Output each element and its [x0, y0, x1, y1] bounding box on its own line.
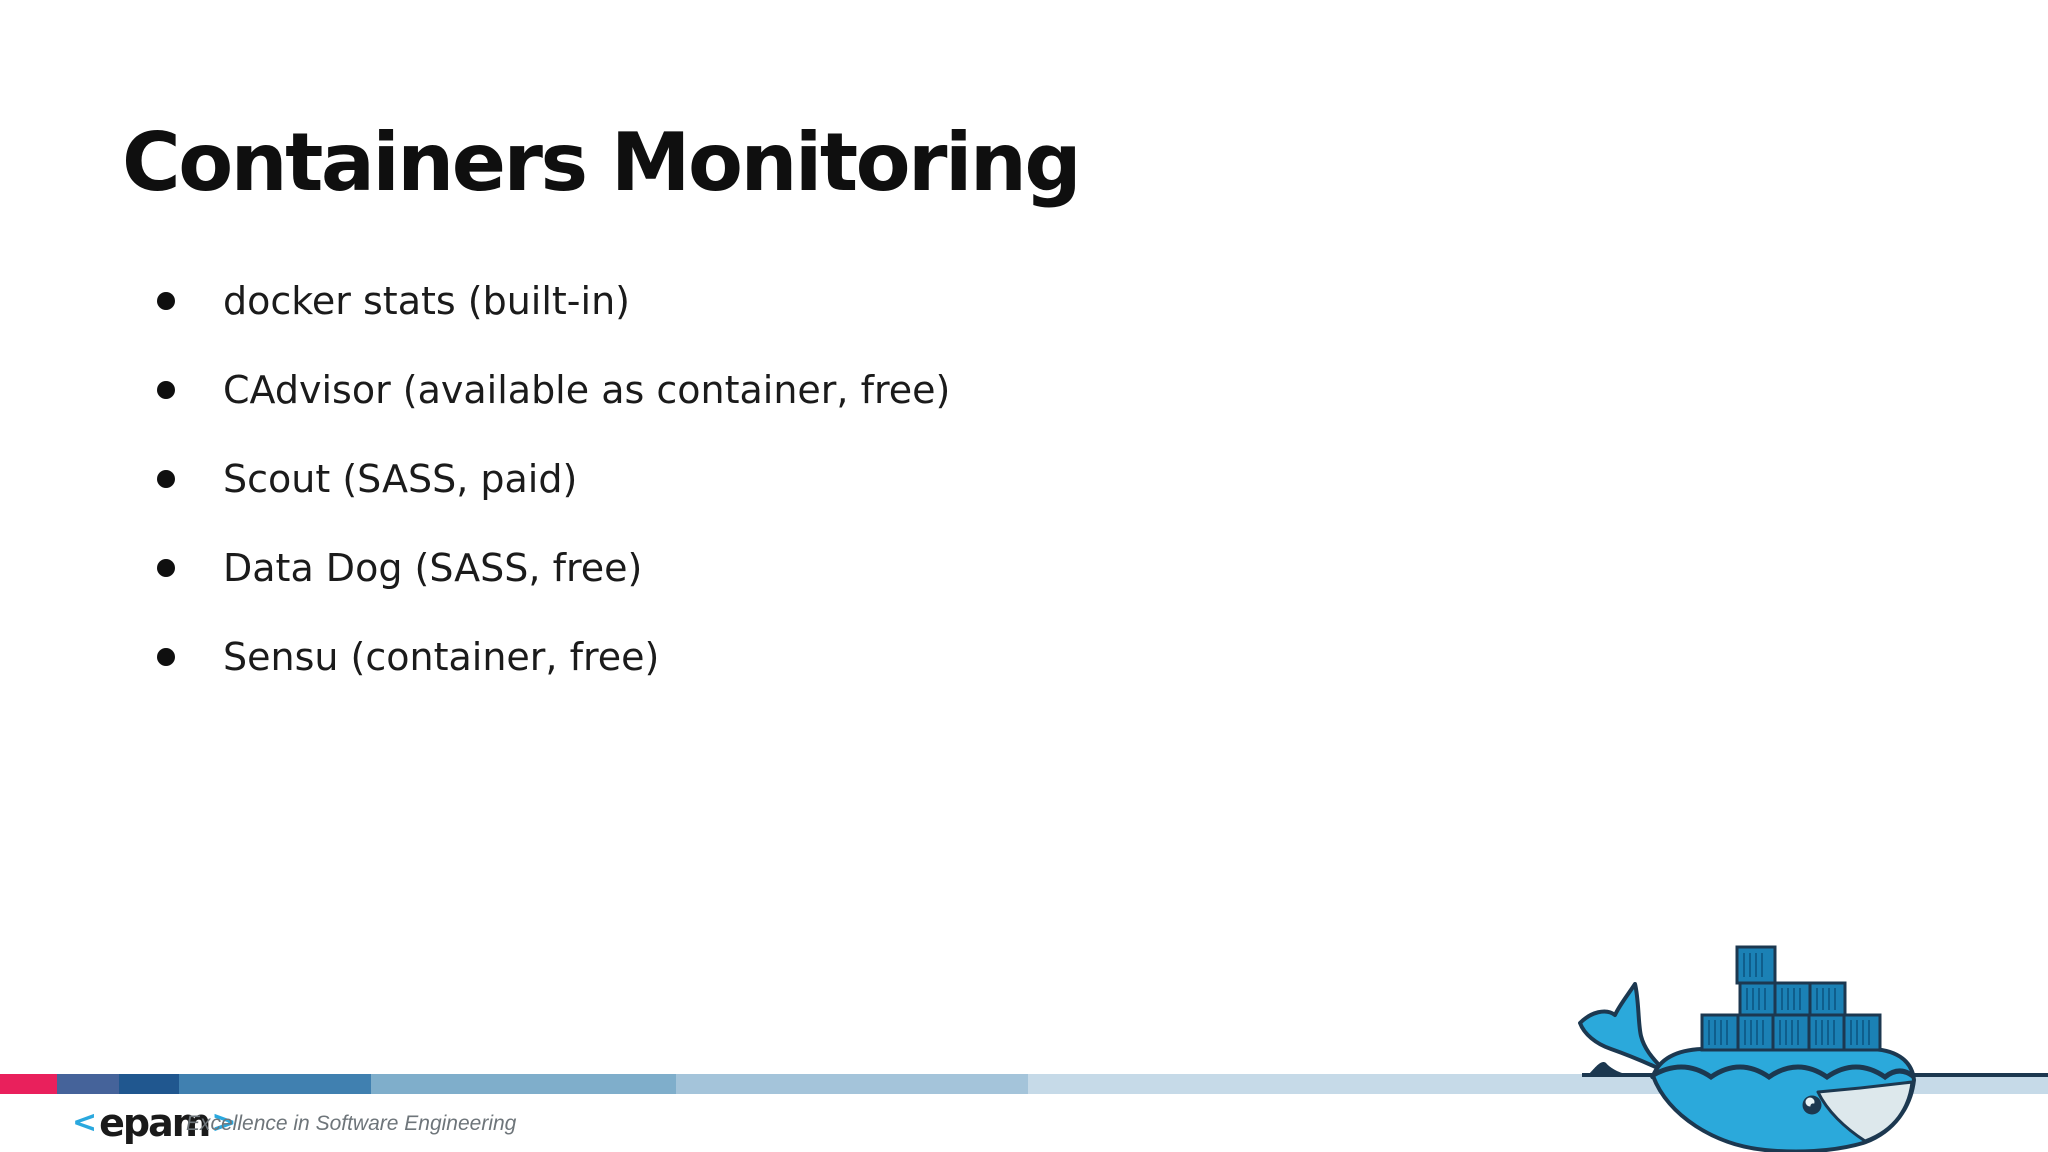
- bullet-item-label: CAdvisor (available as container, free): [223, 367, 951, 412]
- slide-title: Containers Monitoring: [122, 115, 1082, 209]
- bullet-item-label: Scout (SASS, paid): [223, 456, 578, 501]
- bullet-item-label: Sensu (container, free): [223, 634, 660, 679]
- bullet-icon: [157, 469, 175, 488]
- bullet-icon: [157, 291, 175, 310]
- bullet-item-label: Data Dog (SASS, free): [223, 545, 643, 590]
- stripe-segment: [57, 1074, 119, 1094]
- epam-logo-text: epam: [99, 1101, 211, 1145]
- bullet-item: docker stats (built-in): [157, 256, 950, 345]
- docker-whale-icon: [1578, 945, 2048, 1152]
- stripe-segment: [371, 1074, 676, 1094]
- bullet-item-label: docker stats (built-in): [223, 278, 630, 323]
- bullet-list: docker stats (built-in) CAdvisor (availa…: [157, 256, 950, 701]
- bullet-item: CAdvisor (available as container, free): [157, 345, 950, 434]
- bullet-icon: [157, 558, 175, 577]
- stripe-segment: [676, 1074, 1028, 1094]
- epam-logo: < epam >: [72, 1104, 237, 1142]
- bullet-item: Data Dog (SASS, free): [157, 523, 950, 612]
- bullet-item: Scout (SASS, paid): [157, 434, 950, 523]
- stripe-segment: [179, 1074, 371, 1094]
- footer-tagline: Excellence in Software Engineering: [186, 1112, 517, 1135]
- bullet-item: Sensu (container, free): [157, 612, 950, 701]
- bullet-icon: [157, 380, 175, 399]
- stripe-segment: [0, 1074, 57, 1094]
- epam-bracket-left-icon: <: [72, 1105, 98, 1140]
- epam-bracket-right-icon: >: [211, 1105, 237, 1140]
- stripe-segment: [119, 1074, 179, 1094]
- bullet-icon: [157, 647, 175, 666]
